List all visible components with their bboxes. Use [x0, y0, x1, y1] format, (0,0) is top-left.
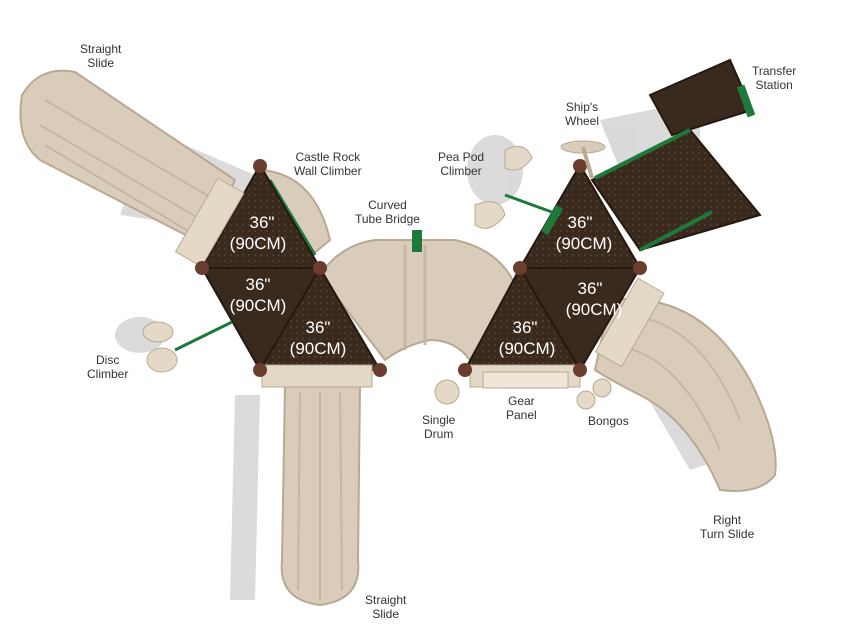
deck-height-2-cm: (90CM) [230, 296, 287, 315]
pea-pod-climber [474, 145, 563, 235]
gear-panel [482, 371, 569, 389]
transfer-station [590, 58, 762, 252]
label-castle-rock-wall-climber: Castle Rock Wall Climber [294, 150, 362, 178]
disc-climber [142, 320, 233, 373]
straight-slide-top [19, 69, 237, 247]
deck-height-1-cm: (90CM) [230, 234, 287, 253]
deck-height-6-cm: (90CM) [499, 339, 556, 358]
single-drum [434, 379, 460, 405]
label-pea-pod-climber: Pea Pod Climber [438, 150, 485, 178]
deck-height-5: 36" [578, 279, 603, 298]
straight-slide-bottom [280, 384, 362, 607]
deck-height-4: 36" [568, 213, 593, 232]
deck-height-3-cm: (90CM) [290, 339, 347, 358]
label-straight-slide-top: Straight Slide [80, 42, 122, 70]
label-single-drum: Single Drum [422, 413, 456, 441]
deck-height-3: 36" [306, 318, 331, 337]
label-gear-panel: Gear Panel [506, 394, 537, 422]
deck-heights: 36" (90CM) 36" (90CM) 36" (90CM) 36" (90… [230, 213, 623, 358]
label-straight-slide-bottom: Straight Slide [365, 593, 407, 621]
deck-cluster-left [174, 159, 387, 388]
label-right-turn-slide: Right Turn Slide [700, 513, 755, 541]
label-disc-climber: Disc Climber [87, 353, 129, 381]
label-bongos: Bongos [588, 414, 629, 428]
deck-height-4-cm: (90CM) [556, 234, 613, 253]
label-transfer-station: Transfer Station [752, 64, 797, 92]
label-curved-tube-bridge: Curved Tube Bridge [355, 198, 420, 226]
deck-height-6: 36" [513, 318, 538, 337]
deck-height-1: 36" [250, 213, 275, 232]
ships-wheel [560, 140, 606, 179]
label-ships-wheel: Ship's Wheel [565, 100, 600, 128]
deck-height-5-cm: (90CM) [566, 300, 623, 319]
deck-cluster-right [458, 159, 665, 388]
deck-height-2: 36" [246, 275, 271, 294]
bongos [576, 378, 612, 410]
